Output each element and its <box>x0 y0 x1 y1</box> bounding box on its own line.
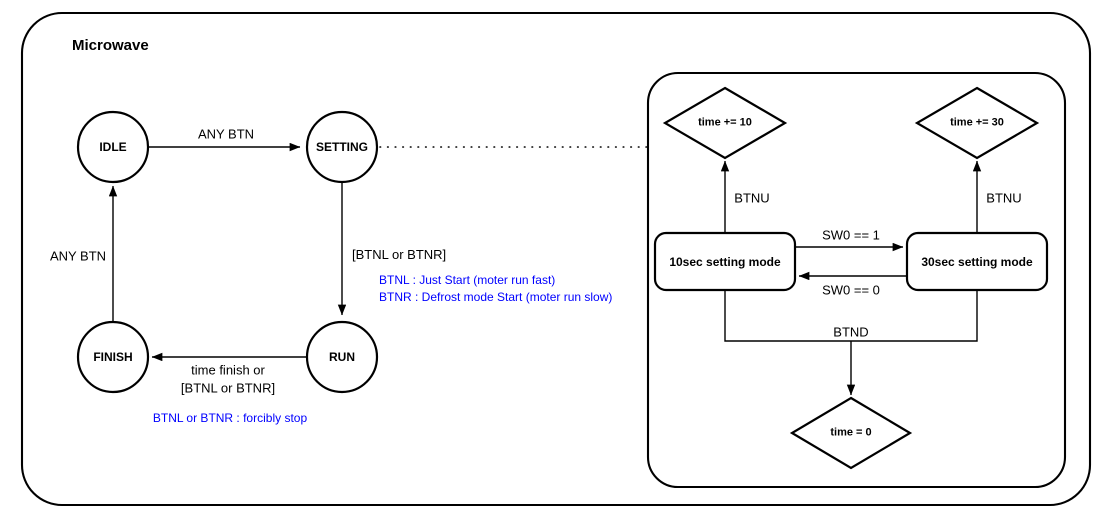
node-label-30sec-setting-mode: 30sec setting mode <box>921 254 1033 269</box>
edge-label-setting-to-run: [BTNL or BTNR] <box>352 247 447 262</box>
edge-label-sw0-eq-0: SW0 == 0 <box>822 282 880 298</box>
edge-btnd-bus-right <box>851 290 978 342</box>
state-label-run: RUN <box>329 349 355 364</box>
node-label-10sec-setting-mode: 10sec setting mode <box>669 254 781 269</box>
edge-label-btnu-left: BTNU <box>734 190 770 206</box>
note-btnr-description: BTNR : Defrost mode Start (moter run slo… <box>379 290 613 304</box>
edge-label-btnd: BTND <box>833 324 869 340</box>
diamond-time-zero <box>789 396 913 470</box>
node-label-time-zero: time = 0 <box>830 426 872 439</box>
edge-label-run-to-finish-line1: time finish or <box>191 362 265 378</box>
edge-label-run-to-finish-line2: [BTNL or BTNR] <box>180 380 276 396</box>
state-label-setting: SETTING <box>315 139 369 154</box>
edge-label-finish-to-idle: ANY BTN <box>49 248 107 264</box>
edge-label-idle-to-setting: ANY BTN <box>197 126 255 142</box>
node-label-time-plus-10: time += 10 <box>698 116 752 129</box>
diamond-time-plus-30 <box>914 86 1040 160</box>
page-title: Microwave <box>72 37 149 54</box>
node-label-time-plus-30: time += 30 <box>950 116 1004 129</box>
microwave-container <box>20 11 1092 507</box>
setting-mode-panel <box>646 71 1067 489</box>
edge-label-sw0-eq-1: SW0 == 1 <box>822 227 880 243</box>
state-label-idle: IDLE <box>99 139 127 154</box>
edge-label-btnu-right: BTNU <box>986 190 1022 206</box>
note-forcibly-stop: BTNL or BTNR : forcibly stop <box>152 410 308 425</box>
edge-btnd-bus-left <box>724 290 851 342</box>
state-label-finish: FINISH <box>93 349 133 364</box>
note-btnl-description: BTNL : Just Start (moter run fast) <box>379 273 556 287</box>
diamond-time-plus-10 <box>662 86 788 160</box>
